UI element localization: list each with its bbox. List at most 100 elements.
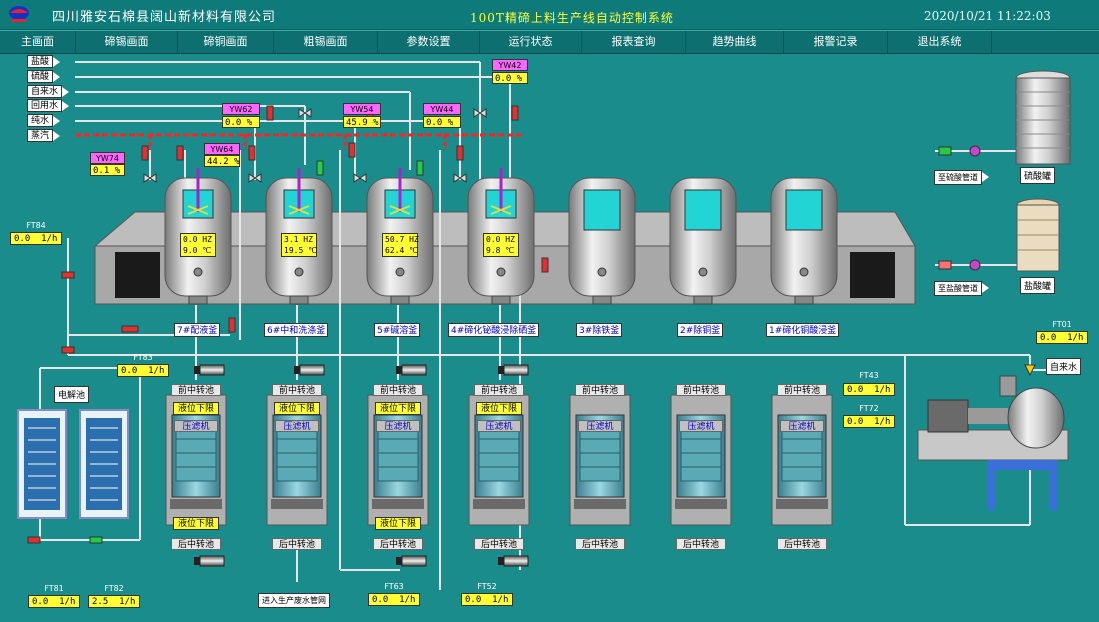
filter-press-5[interactable]: 压滤机 [376, 420, 420, 432]
level-tag-yw62-name: YW62 [222, 103, 260, 115]
hcl-tank-label[interactable]: 盐酸罐 [1020, 277, 1056, 294]
inlet-steam: 蒸汽 [27, 129, 61, 142]
company-logo-icon [9, 6, 29, 22]
flow-ft82-name: FT82 [104, 584, 124, 593]
system-title: 100T精碲上料生产线自动控制系统 [470, 11, 674, 25]
filter-press-6[interactable]: 压滤机 [275, 420, 319, 432]
tank6-name[interactable]: 6#中和洗涤釜 [264, 323, 329, 337]
post-pool-7: 后中转池 [171, 538, 221, 550]
centrifugal-pump-icon [917, 375, 1069, 510]
nav-crude-tin[interactable]: 粗锡画面 [274, 31, 378, 53]
nav-main[interactable]: 主画面 [0, 31, 76, 53]
tank4-name[interactable]: 4#碲化铋酸浸除硒釜 [448, 323, 540, 337]
inlet-tap-water: 自来水 [27, 85, 70, 98]
wastewater-label: 进入生产废水管网 [258, 593, 330, 608]
level-tag-yw42-value: 0.0 % [492, 72, 528, 84]
tap-water-label: 自来水 [1046, 358, 1082, 375]
flow-ft01-value: 0.0 1/h [1036, 331, 1088, 344]
nav-exit[interactable]: 退出系统 [888, 31, 992, 53]
inlet-pure-water: 纯水 [27, 114, 61, 127]
main-nav: 主画面 碲锡画面 碲铜画面 粗锡画面 参数设置 运行状态 报表查询 趋势曲线 报… [0, 30, 1099, 54]
filter-press-4[interactable]: 压滤机 [477, 420, 521, 432]
flow-ft72-value: 0.0 1/h [843, 415, 895, 428]
flow-ft81-name: FT81 [44, 584, 64, 593]
pre-pool-5: 前中转池 [373, 384, 423, 396]
level-tag-yw62-value: 0.0 % [222, 116, 260, 128]
pre-pool-4: 前中转池 [474, 384, 524, 396]
post-pool-6: 后中转池 [272, 538, 322, 550]
flow-ft63-value: 0.0 1/h [368, 593, 420, 606]
post-pool-4: 后中转池 [474, 538, 524, 550]
pump-icons [194, 364, 529, 567]
hcl-tank-icon [1016, 198, 1060, 272]
nav-parameters[interactable]: 参数设置 [378, 31, 480, 53]
nav-tellurium-tin[interactable]: 碲锡画面 [76, 31, 178, 53]
level-tag-yw44-name: YW44 [423, 103, 461, 115]
post-pool-5: 后中转池 [373, 538, 423, 550]
inlet-sulfuric: 硫酸 [27, 70, 61, 83]
flow-ft84-value: 0.0 1/h [10, 232, 62, 245]
tank7-name[interactable]: 7#配液釜 [174, 323, 221, 337]
filter-press-3[interactable]: 压滤机 [578, 420, 622, 432]
flow-ft52-value: 0.0 1/h [461, 593, 513, 606]
post-pool-2: 后中转池 [676, 538, 726, 550]
level-tag-yw42-name: YW42 [492, 59, 528, 71]
flow-ft83-name: FT83 [133, 353, 153, 362]
flow-ft52-name: FT52 [477, 582, 497, 591]
flow-ft83-value: 0.0 1/h [117, 364, 169, 377]
hcl-pipe-label: 至盐酸管道 [934, 281, 989, 296]
valve-icons [27, 105, 981, 544]
filter-press-7[interactable]: 压滤机 [174, 420, 218, 432]
nav-alarms[interactable]: 报警记录 [784, 31, 888, 53]
company-name: 四川雅安石棉县阔山新材料有限公司 [52, 10, 277, 25]
pre-pool-4-level-low: 液位下限 [476, 402, 522, 415]
pre-pool-7-level-low: 液位下限 [173, 402, 219, 415]
flow-ft81-value: 0.0 1/h [28, 595, 80, 608]
level-tag-yw74-value: 0.1 % [90, 164, 125, 176]
electrolysis-label: 电解池 [54, 386, 90, 403]
electrolysis-cells [17, 409, 129, 519]
tank3-name[interactable]: 3#除铁釜 [576, 323, 623, 337]
process-diagram [17, 61, 1071, 590]
flow-ft43-value: 0.0 1/h [843, 383, 895, 396]
pre-pool-2: 前中转池 [676, 384, 726, 396]
pre-pool-7: 前中转池 [171, 384, 221, 396]
pre-pool-5-level-low: 液位下限 [375, 402, 421, 415]
level-tag-yw54-value: 45.9 % [343, 116, 381, 128]
inlet-hcl: 盐酸 [27, 55, 61, 68]
tank5-name[interactable]: 5#碱溶釜 [374, 323, 421, 337]
nav-trends[interactable]: 趋势曲线 [686, 31, 784, 53]
tank2-name[interactable]: 2#除铜釜 [677, 323, 724, 337]
level-tag-yw64-name: YW64 [204, 143, 240, 155]
pre-pool-6-level-low: 液位下限 [274, 402, 320, 415]
level-tag-yw74-name: YW74 [90, 152, 125, 164]
flow-ft01-name: FT01 [1052, 320, 1072, 329]
nav-reports[interactable]: 报表查询 [582, 31, 686, 53]
title-bar: 四川雅安石棉县阔山新材料有限公司 100T精碲上料生产线自动控制系统 2020/… [0, 0, 1099, 30]
flow-ft82-value: 2.5 1/h [88, 595, 140, 608]
tank1-name[interactable]: 1#碲化铜酸浸釜 [766, 323, 840, 337]
pre-pool-6: 前中转池 [272, 384, 322, 396]
flow-ft72-name: FT72 [859, 404, 879, 413]
post-pool-7-level-low: 液位下限 [173, 517, 219, 530]
post-pool-1: 后中转池 [777, 538, 827, 550]
flow-ft63-name: FT63 [384, 582, 404, 591]
flow-ft43-name: FT43 [859, 371, 879, 380]
filter-press-2[interactable]: 压滤机 [679, 420, 723, 432]
sulfuric-tank-label[interactable]: 硫酸罐 [1020, 167, 1056, 184]
filter-press-1[interactable]: 压滤机 [780, 420, 824, 432]
pre-pool-3: 前中转池 [575, 384, 625, 396]
post-pool-3: 后中转池 [575, 538, 625, 550]
sulfuric-pipe-label: 至硫酸管道 [934, 170, 989, 185]
level-tag-yw44-value: 0.0 % [423, 116, 461, 128]
inlet-recycled-water: 回用水 [27, 99, 70, 112]
nav-tellurium-copper[interactable]: 碲铜画面 [178, 31, 274, 53]
nav-status[interactable]: 运行状态 [480, 31, 582, 53]
post-pool-5-level-low: 液位下限 [375, 517, 421, 530]
level-tag-yw54-name: YW54 [343, 103, 381, 115]
sulfuric-acid-tank-icon [1015, 70, 1071, 165]
